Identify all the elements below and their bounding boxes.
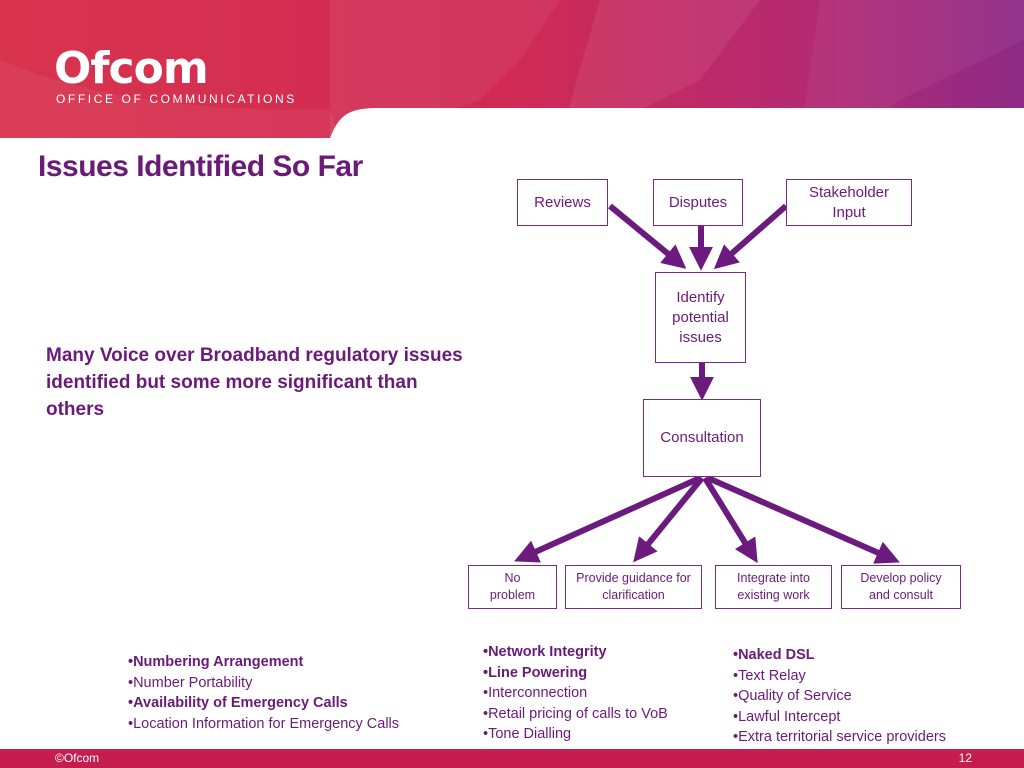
list-item: •Extra territorial service providers [733,729,946,745]
page-number: 12 [958,751,972,765]
ofcom-logo: Ofcom OFFICE OF COMMUNICATIONS [54,44,304,110]
list-item: •Lawful Intercept [733,708,841,725]
issue-list-right: •Naked DSL •Text Relay •Quality of Service… [733,645,946,748]
list-item: •Number Portability [128,674,253,691]
logo-subtitle: OFFICE OF COMMUNICATIONS [56,92,297,106]
list-item: •Interconnection [483,685,588,701]
footer-copyright: ©Ofcom [55,751,100,765]
box-no-problem: No problem [468,565,557,609]
box-consultation: Consultation [643,399,761,477]
banner-graphic [0,0,1024,138]
arrow-consultation-to-develop [706,475,900,564]
box-develop-policy: Develop policy and consult [841,565,961,609]
arrow-reviews-to-identify [608,203,687,269]
list-item: •Tone Dialling [483,726,572,742]
intro-text: Many Voice over Broadband regulatory iss… [46,345,463,420]
arrow-consultation-to-no-problem [514,475,702,563]
list-item: •Network Integrity [483,644,607,660]
box-stakeholder-input: Stakeholder Input [786,179,912,226]
arrow-stakeholder-to-identify [713,203,788,270]
issue-list-middle: •Network Integrity •Line Powering •Interco… [483,642,668,745]
list-item: •Naked DSL [733,647,815,663]
page-title: Issues Identified So Far [38,150,363,183]
box-reviews: Reviews [517,179,608,226]
arrow-consultation-to-integrate [702,476,758,564]
list-item: •Numbering Arrangement [128,654,304,670]
arrow-consultation-to-guidance [633,476,705,563]
list-item: •Location Information for Emergency Call… [128,715,400,732]
list-item: •Retail pricing of calls to VoB [483,705,668,722]
footer-bar: ©Ofcom 12 [0,749,1024,768]
header-banner [0,0,1024,138]
box-integrate-work: Integrate into existing work [715,565,832,609]
box-disputes: Disputes [653,179,743,226]
issue-list-left: •Numbering Arrangement •Number Portabilit… [128,652,399,734]
box-identify-issues: Identify potential issues [655,272,746,363]
list-item: •Availability of Emergency Calls [128,695,348,711]
list-item: •Line Powering [483,664,588,681]
logo-wordmark: Ofcom [54,43,209,94]
list-item: •Quality of Service [733,688,852,704]
box-provide-guidance: Provide guidance for clarification [565,565,702,609]
list-item: •Text Relay [733,667,806,684]
